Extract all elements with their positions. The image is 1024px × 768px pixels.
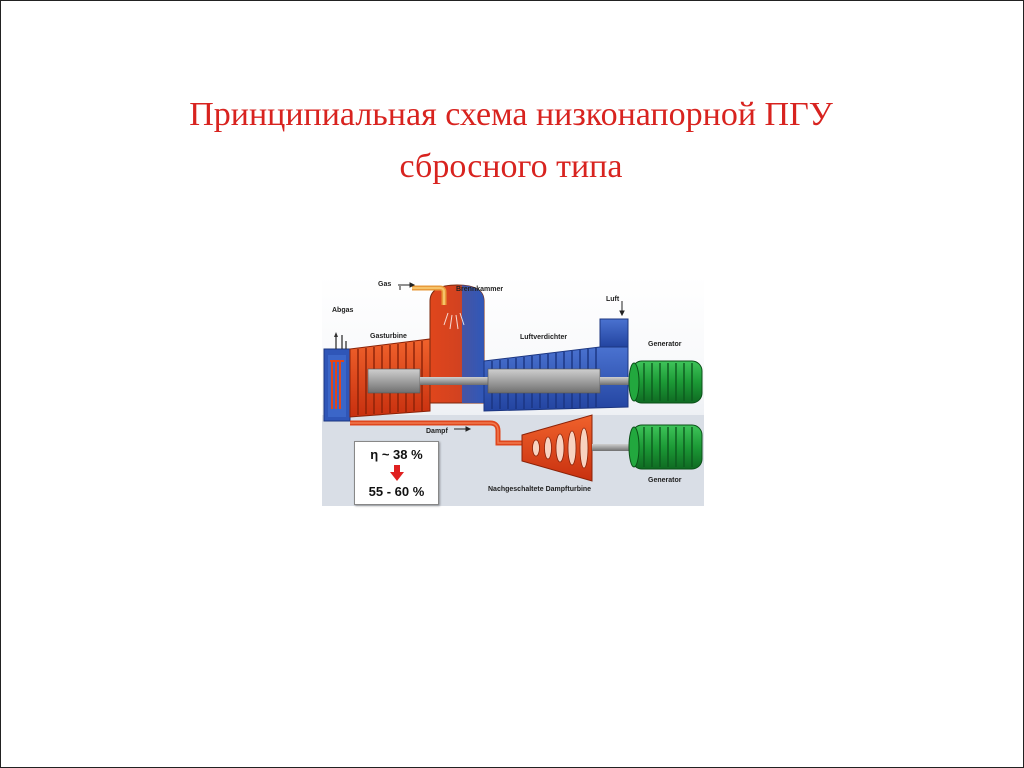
label-luft: Luft (606, 296, 620, 303)
label-generator-top: Generator (648, 341, 682, 348)
label-arrows (398, 282, 625, 432)
label-gasturbine: Gasturbine (370, 333, 407, 340)
main-shaft (367, 368, 632, 394)
efficiency-box: η ~ 38 % 55 - 60 % (354, 441, 439, 505)
label-luftverdichter: Luftverdichter (520, 334, 567, 341)
steam-turbine (521, 414, 632, 482)
generator-bottom (628, 424, 703, 470)
label-nachgeschaltete-dampfturbine: Nachgeschaltete Dampfturbine (488, 486, 591, 493)
efficiency-before: η ~ 38 % (370, 447, 423, 462)
exhaust-stack (323, 332, 351, 422)
label-abgas: Abgas (332, 307, 354, 314)
label-generator-bottom: Generator (648, 477, 682, 484)
gas-inlet-pipe (399, 285, 447, 305)
down-arrow-icon (390, 465, 404, 481)
efficiency-after: 55 - 60 % (368, 484, 425, 499)
label-gas: Gas (378, 281, 391, 288)
label-brennkammer: Brennkammer (456, 286, 503, 293)
steam-line (350, 420, 536, 446)
title-line-1: Принципиальная схема низконапорной ПГУ (189, 96, 833, 133)
title-line-2: сбросного типа (399, 148, 623, 185)
label-dampf: Dampf (426, 428, 448, 435)
slide-title: Принципиальная схема низконапорной ПГУ с… (61, 89, 961, 193)
combustion-chamber (429, 284, 485, 404)
generator-top (628, 360, 703, 404)
